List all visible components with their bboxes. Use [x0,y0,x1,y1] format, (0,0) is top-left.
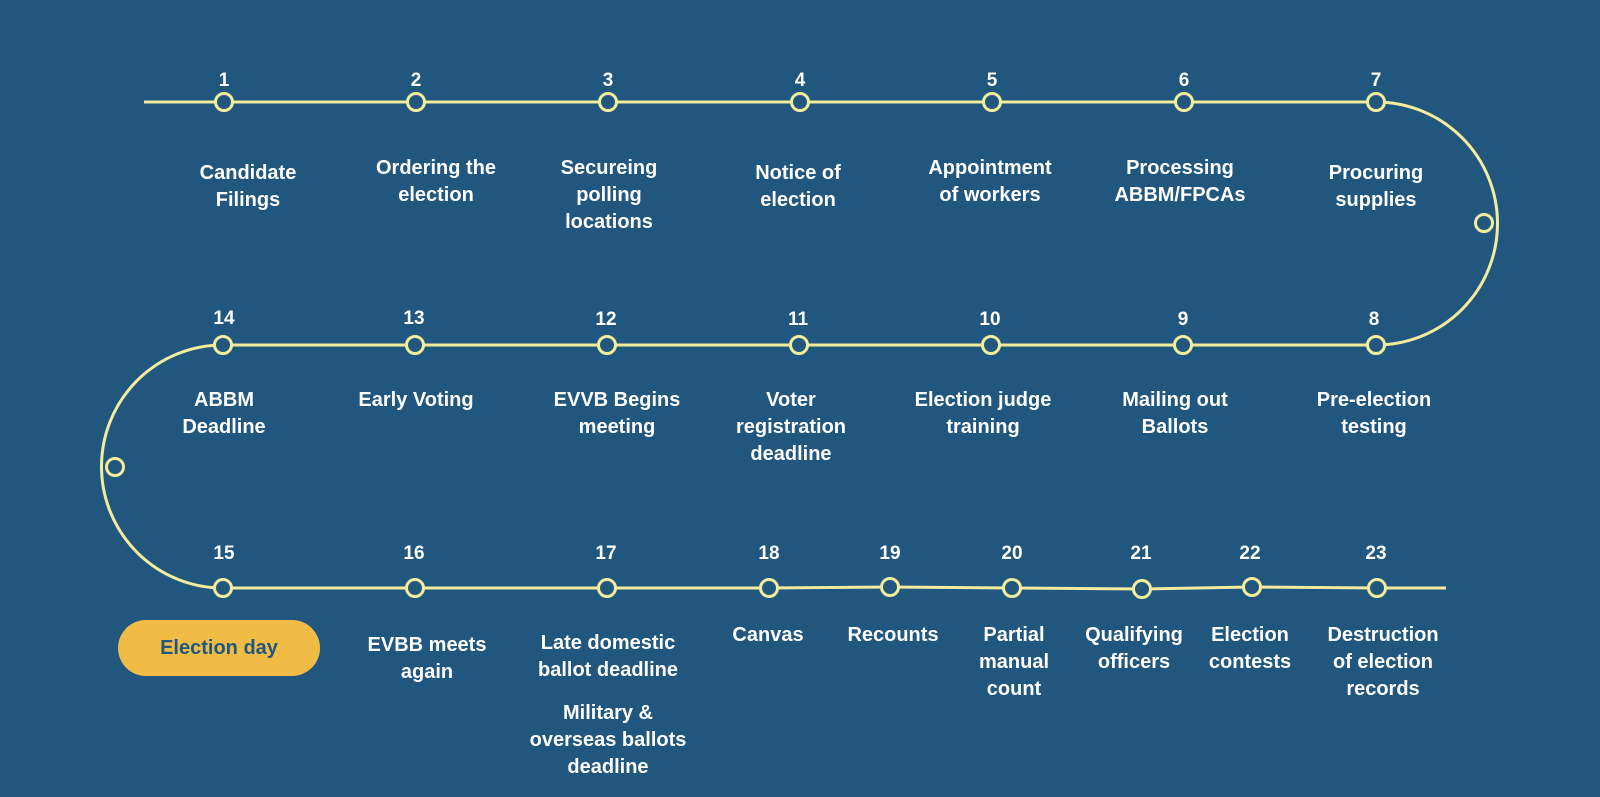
step-number-12: 12 [595,309,617,330]
step-label-21: Qualifying officers [1085,624,1183,673]
step-label-3: Secureing polling locations [560,157,658,233]
step-label-23: Destruction of election records [1327,624,1439,700]
step-node-3 [598,92,618,112]
military-overseas-note: Military & overseas ballots deadline [529,702,687,778]
step-node-7 [1366,92,1386,112]
step-node-12 [597,335,617,355]
step-label-14: ABBM Deadline [182,389,266,438]
timeline-nodes [105,92,1494,599]
election-day-badge[interactable]: Election day [118,620,320,676]
step-label-17: Late domestic ballot deadline [537,632,679,681]
step-label-19: Recounts [847,624,939,646]
step-number-22: 22 [1239,543,1261,564]
step-label-18: Canvas [732,624,804,646]
step-label-9: Mailing out Ballots [1122,389,1228,438]
step-node-10 [981,335,1001,355]
timeline-connector [100,343,224,590]
step-node-1 [214,92,234,112]
step-node-13 [405,335,425,355]
step-node-20 [1002,578,1022,598]
step-number-8: 8 [1368,309,1380,330]
step-number-13: 13 [403,308,425,329]
step-number-1: 1 [218,70,230,91]
step-label-6: Processing ABBM/FPCAs [1114,157,1246,206]
step-number-23: 23 [1365,543,1387,564]
step-label-13: Early Voting [358,389,474,411]
step-number-11: 11 [787,309,809,330]
step-node-23 [1367,578,1387,598]
timeline-connector [223,585,1446,591]
step-label-2: Ordering the election [375,157,496,206]
step-label-12: EVVB Begins meeting [553,389,681,438]
step-number-4: 4 [794,70,806,91]
step-node-21 [1132,579,1152,599]
step-number-10: 10 [979,309,1001,330]
step-number-3: 3 [602,70,614,91]
step-label-5: Appointment of workers [928,157,1052,206]
step-number-14: 14 [213,308,235,329]
step-label-8: Pre-election testing [1316,389,1432,438]
step-number-21: 21 [1130,543,1152,564]
step-node-16 [405,578,425,598]
step-number-19: 19 [879,543,901,564]
step-node-18 [759,578,779,598]
step-number-18: 18 [758,543,780,564]
step-label-1: Candidate Filings [199,162,297,211]
step-node-6 [1174,92,1194,112]
timeline-connector [1375,100,1499,347]
step-node-8 [1366,335,1386,355]
step-node-4 [790,92,810,112]
step-label-4: Notice of election [755,162,841,211]
step-label-7: Procuring supplies [1328,162,1424,211]
step-node-15 [213,578,233,598]
curve-node-2 [105,457,125,477]
step-node-9 [1173,335,1193,355]
step-number-9: 9 [1177,309,1189,330]
step-number-5: 5 [986,70,998,91]
step-node-14 [213,335,233,355]
step-number-20: 20 [1001,543,1023,564]
step-node-22 [1242,577,1262,597]
step-label-20: Partial manual count [978,624,1050,700]
step-number-2: 2 [410,70,422,91]
step-label-10: Election judge training [914,389,1052,438]
step-node-19 [880,577,900,597]
curve-node-1 [1474,213,1494,233]
step-node-11 [789,335,809,355]
step-node-17 [597,578,617,598]
step-label-22: Election contests [1208,624,1292,673]
step-node-5 [982,92,1002,112]
step-label-16: EVBB meets again [367,634,487,683]
step-number-6: 6 [1178,70,1190,91]
step-node-2 [406,92,426,112]
step-number-7: 7 [1370,70,1382,91]
step-number-17: 17 [595,543,617,564]
step-number-16: 16 [403,543,425,564]
step-number-15: 15 [213,543,235,564]
step-label-11: Voter registration deadline [735,389,847,465]
